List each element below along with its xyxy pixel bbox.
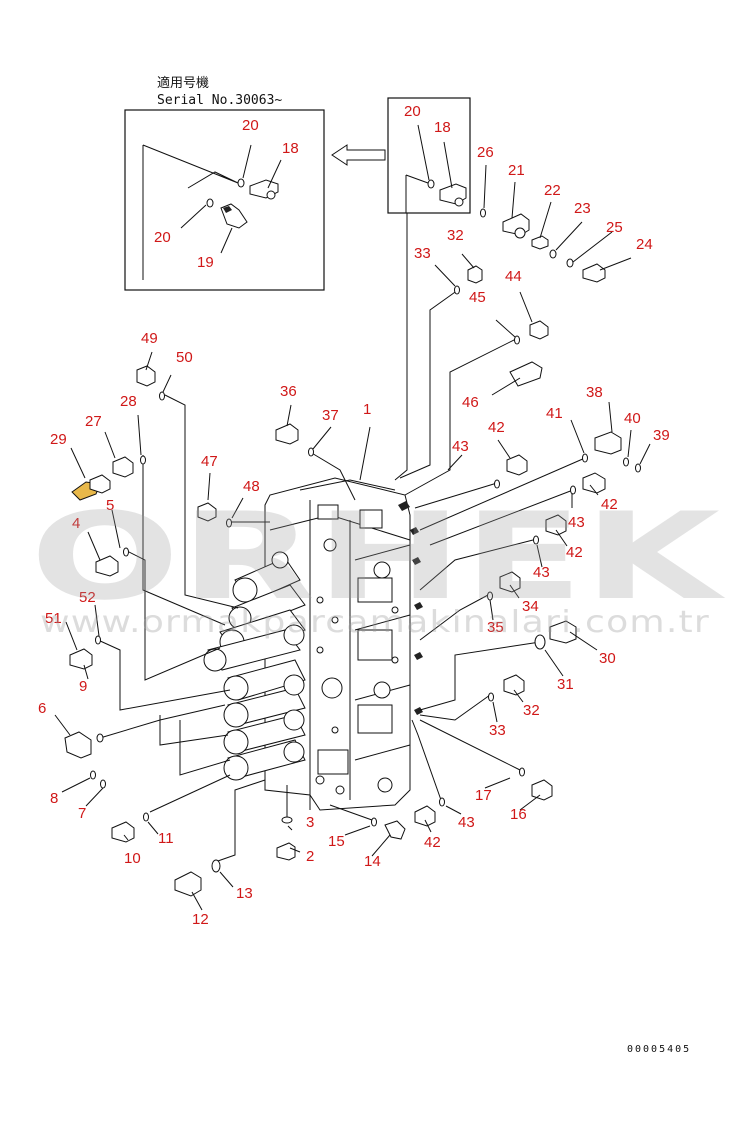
callout-35: 35: [487, 619, 504, 636]
callout-3: 3: [306, 814, 314, 831]
detail-box: [387, 97, 471, 214]
piping-lines: [97, 213, 586, 863]
callout-12: 12: [192, 911, 209, 928]
callout-6: 6: [38, 700, 46, 717]
callout-36: 36: [280, 383, 297, 400]
callout-14: 14: [364, 853, 381, 870]
callout-40: 40: [624, 410, 641, 427]
serial-inset-box: [124, 109, 325, 291]
callout-20: 20: [404, 103, 421, 120]
callout-29: 29: [50, 431, 67, 448]
watermark-url: www.ormakparcamakinalari.com.tr: [40, 605, 710, 640]
callout-20: 20: [242, 117, 259, 134]
callout-leaders: [54, 124, 651, 911]
callout-43: 43: [452, 438, 469, 455]
callout-19: 19: [197, 254, 214, 271]
serial-number-label: Serial No.30063~: [157, 93, 282, 108]
callout-34: 34: [522, 598, 539, 615]
callout-4: 4: [72, 515, 80, 532]
callout-50: 50: [176, 349, 193, 366]
callout-32: 32: [523, 702, 540, 719]
callout-5: 5: [106, 497, 114, 514]
callout-21: 21: [508, 162, 525, 179]
inset-detail: [142, 144, 279, 280]
callout-44: 44: [505, 268, 522, 285]
callout-2: 2: [306, 848, 314, 865]
callout-27: 27: [85, 413, 102, 430]
callout-37: 37: [322, 407, 339, 424]
document-number: 00005405: [627, 1044, 691, 1055]
callout-41: 41: [546, 405, 563, 422]
callout-31: 31: [557, 676, 574, 693]
callout-13: 13: [236, 885, 253, 902]
callout-39: 39: [653, 427, 670, 444]
callout-33: 33: [489, 722, 506, 739]
callout-24: 24: [636, 236, 653, 253]
callout-16: 16: [510, 806, 527, 823]
callout-30: 30: [599, 650, 616, 667]
callout-18: 18: [434, 119, 451, 136]
callout-43: 43: [568, 514, 585, 531]
callout-7: 7: [78, 805, 86, 822]
watermark-brand: ORHEK: [30, 488, 726, 627]
callout-8: 8: [50, 790, 58, 807]
callout-11: 11: [158, 830, 174, 847]
callout-20: 20: [154, 229, 171, 246]
callout-32: 32: [447, 227, 464, 244]
callout-18: 18: [282, 140, 299, 157]
callout-22: 22: [544, 182, 561, 199]
callout-43: 43: [458, 814, 475, 831]
fittings: [64, 208, 641, 897]
callout-9: 9: [79, 678, 87, 695]
watermark: ORHEK www.ormakparcamakinalari.com.tr: [30, 488, 726, 640]
callout-38: 38: [586, 384, 603, 401]
callout-1: 1: [363, 401, 371, 418]
applicable-model-label: 適用号機: [157, 75, 209, 91]
callout-labels: 20 18 20 19 20 18 26 21 22 23 25 24 33 3…: [38, 103, 670, 928]
callout-48: 48: [243, 478, 260, 495]
callout-42: 42: [601, 496, 618, 513]
callout-47: 47: [201, 453, 218, 470]
callout-17: 17: [475, 787, 492, 804]
callout-10: 10: [124, 850, 141, 867]
callout-15: 15: [328, 833, 345, 850]
callout-42: 42: [488, 419, 505, 436]
callout-42: 42: [566, 544, 583, 561]
callout-23: 23: [574, 200, 591, 217]
callout-26: 26: [477, 144, 494, 161]
callout-43: 43: [533, 564, 550, 581]
callout-49: 49: [141, 330, 158, 347]
inset-arrow-icon: [331, 144, 386, 166]
callout-33: 33: [414, 245, 431, 262]
spool-caps: [203, 551, 306, 781]
detail-box-parts: [405, 174, 467, 213]
callout-45: 45: [469, 289, 486, 306]
callout-51: 51: [45, 610, 62, 627]
callout-42: 42: [424, 834, 441, 851]
callout-52: 52: [79, 589, 96, 606]
callout-25: 25: [606, 219, 623, 236]
callout-28: 28: [120, 393, 137, 410]
callout-46: 46: [462, 394, 479, 411]
